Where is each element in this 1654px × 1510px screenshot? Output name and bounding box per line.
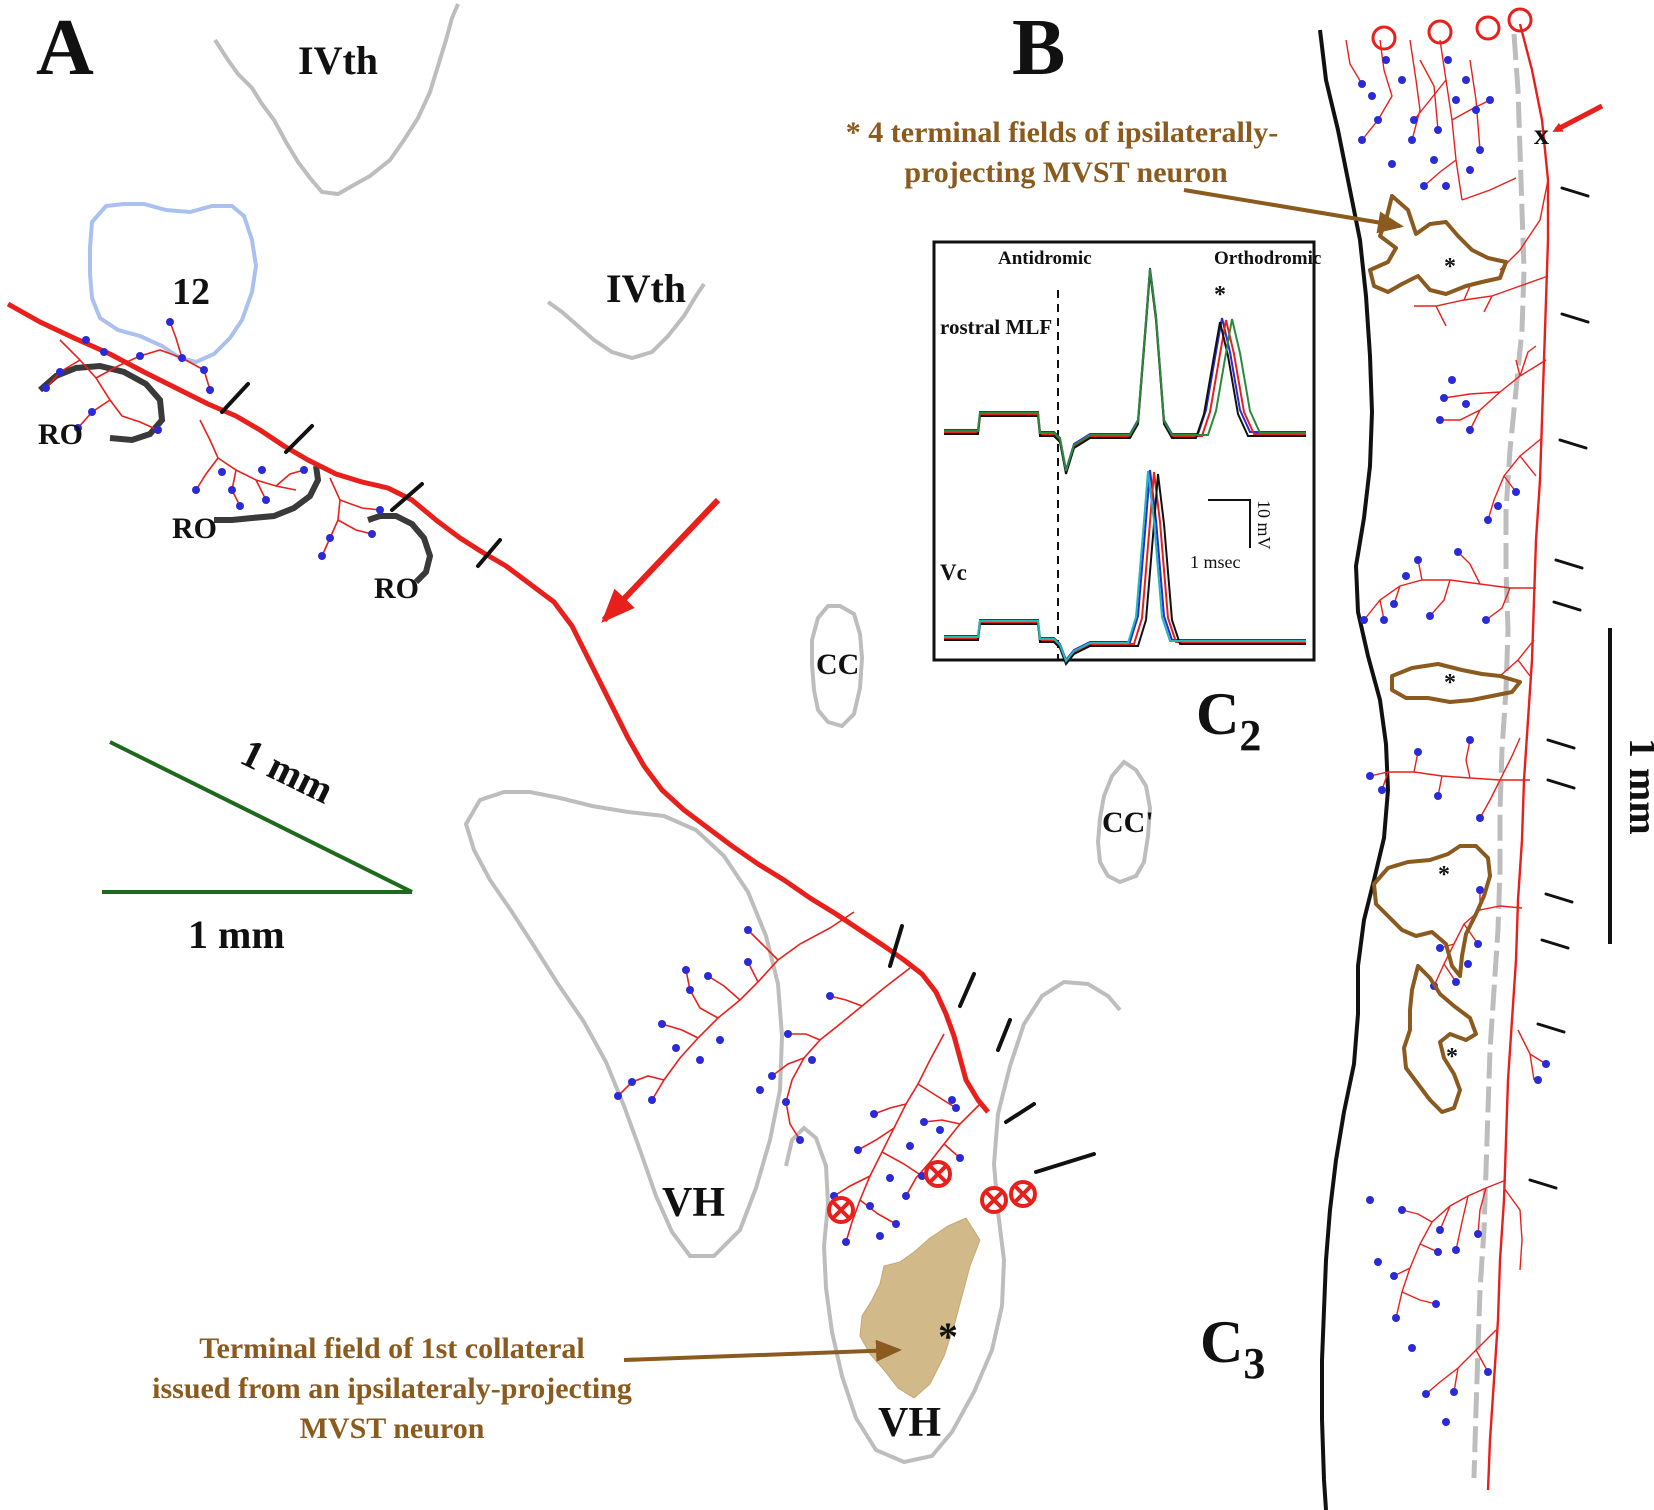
inset-scale-bar — [1208, 499, 1251, 548]
vh-bottom-outline — [784, 979, 1122, 1465]
axon-branches-a — [45, 321, 981, 1243]
descending-axon-b — [1486, 23, 1550, 1491]
cut-ends-top — [1371, 7, 1533, 51]
field-star-3: * — [1438, 862, 1450, 888]
recording-inset: Antidromic Orthodromic rostral MLF Vc * … — [932, 240, 1321, 666]
inset-vc-label: Vc — [940, 560, 967, 585]
first-collateral-caption: Terminal field of 1st collateral issued … — [152, 1332, 632, 1445]
cc-prime-label: CC' — [1102, 806, 1154, 839]
cc-prime-outline — [1095, 759, 1153, 885]
axon-arrow-b — [1552, 103, 1604, 133]
xii-outline — [88, 202, 259, 365]
axon-branches-b — [1345, 39, 1549, 1395]
axon-arrow-a — [601, 497, 721, 623]
scale-triangle — [102, 740, 413, 894]
scale-horizontal-label: 1 mm — [188, 912, 285, 957]
field-star-4: * — [1446, 1044, 1458, 1070]
ro-outline-2 — [214, 465, 322, 523]
vh-bottom-label: VH — [878, 1400, 941, 1446]
terminal-fields-line-2: projecting MVST neuron — [904, 156, 1228, 189]
terminal-fields-arrow — [1183, 188, 1404, 234]
ro-label-2: RO — [172, 512, 217, 545]
ro-label-3: RO — [374, 572, 419, 605]
ro-outline-1 — [38, 362, 166, 444]
collateral-ticks-a — [220, 382, 1096, 1174]
inset-antidromic-label: Antidromic — [998, 248, 1092, 269]
collateral-ticks-b — [1528, 186, 1590, 1190]
cc-outline — [810, 604, 865, 729]
traces-rostral-mlf — [944, 267, 1306, 475]
panel-b: B x C2 C3 1 mm * * * * * 4 terminal fiel… — [846, 4, 1654, 1510]
vh-left-outline — [463, 790, 785, 1258]
ivth-top-label: IVth — [298, 38, 378, 83]
inset-frame — [932, 240, 1316, 662]
scale-vertical-label: 1 mm — [1621, 738, 1654, 835]
main-axon — [6, 301, 990, 1114]
ivth-mid-label: IVth — [606, 266, 686, 311]
first-collateral-line-2: issued from an ipsilateraly-projecting — [152, 1372, 632, 1405]
first-collateral-line-1: Terminal field of 1st collateral — [199, 1332, 585, 1365]
cc-label: CC — [816, 648, 859, 681]
terminal-fields-line-1: * 4 terminal fields of ipsilaterally- — [846, 116, 1278, 149]
ivth-mid-outline — [546, 282, 706, 361]
field-star-1: * — [1444, 254, 1456, 280]
first-collateral-arrow — [623, 1339, 902, 1362]
vh-left-label: VH — [662, 1180, 725, 1226]
cut-marker-3 — [980, 1186, 1008, 1214]
cut-marker-1 — [827, 1196, 855, 1224]
first-collateral-line-3: MVST neuron — [300, 1412, 485, 1445]
traces-vc — [944, 469, 1306, 666]
inset-rostral-mlf-label: rostral MLF — [940, 315, 1052, 339]
medial-boundary — [1471, 33, 1527, 1479]
inset-scale-ms: 1 msec — [1190, 552, 1240, 572]
c2-label: C2 — [1196, 681, 1261, 760]
field-star-2: * — [1444, 670, 1456, 696]
panel-a-label: A — [36, 4, 94, 92]
terminal-field-4 — [1402, 964, 1478, 1114]
first-collateral-terminal-field — [859, 1217, 981, 1399]
ivth-top-outline — [213, 3, 460, 197]
twelve-label: 12 — [172, 271, 210, 313]
scale-diagonal-label: 1 mm — [234, 730, 341, 813]
x-mark: x — [1534, 118, 1549, 151]
boutons-a — [42, 318, 964, 1246]
inset-scale-mv: 10 mV — [1254, 500, 1274, 550]
terminal-field-star: * — [938, 1314, 958, 1359]
terminal-field-3 — [1372, 844, 1492, 978]
cut-marker-2 — [924, 1160, 952, 1188]
panel-b-label: B — [1012, 4, 1065, 92]
cut-axon-markers — [827, 1160, 1037, 1224]
c3-label: C3 — [1200, 1309, 1265, 1388]
inset-orthodromic-label: Orthodromic — [1214, 248, 1321, 269]
ro-outline-3 — [367, 513, 434, 585]
inset-star: * — [1214, 282, 1226, 308]
terminal-field-outlines-b — [1368, 194, 1522, 1114]
cut-marker-4 — [1009, 1180, 1037, 1208]
ro-label-1: RO — [38, 418, 83, 451]
terminal-field-1 — [1368, 194, 1508, 296]
terminal-field-2 — [1390, 662, 1522, 704]
panel-a: A IVth IVth 12 RO RO RO CC CC' VH VH * 1… — [6, 3, 1154, 1465]
lateral-border — [1318, 29, 1391, 1510]
